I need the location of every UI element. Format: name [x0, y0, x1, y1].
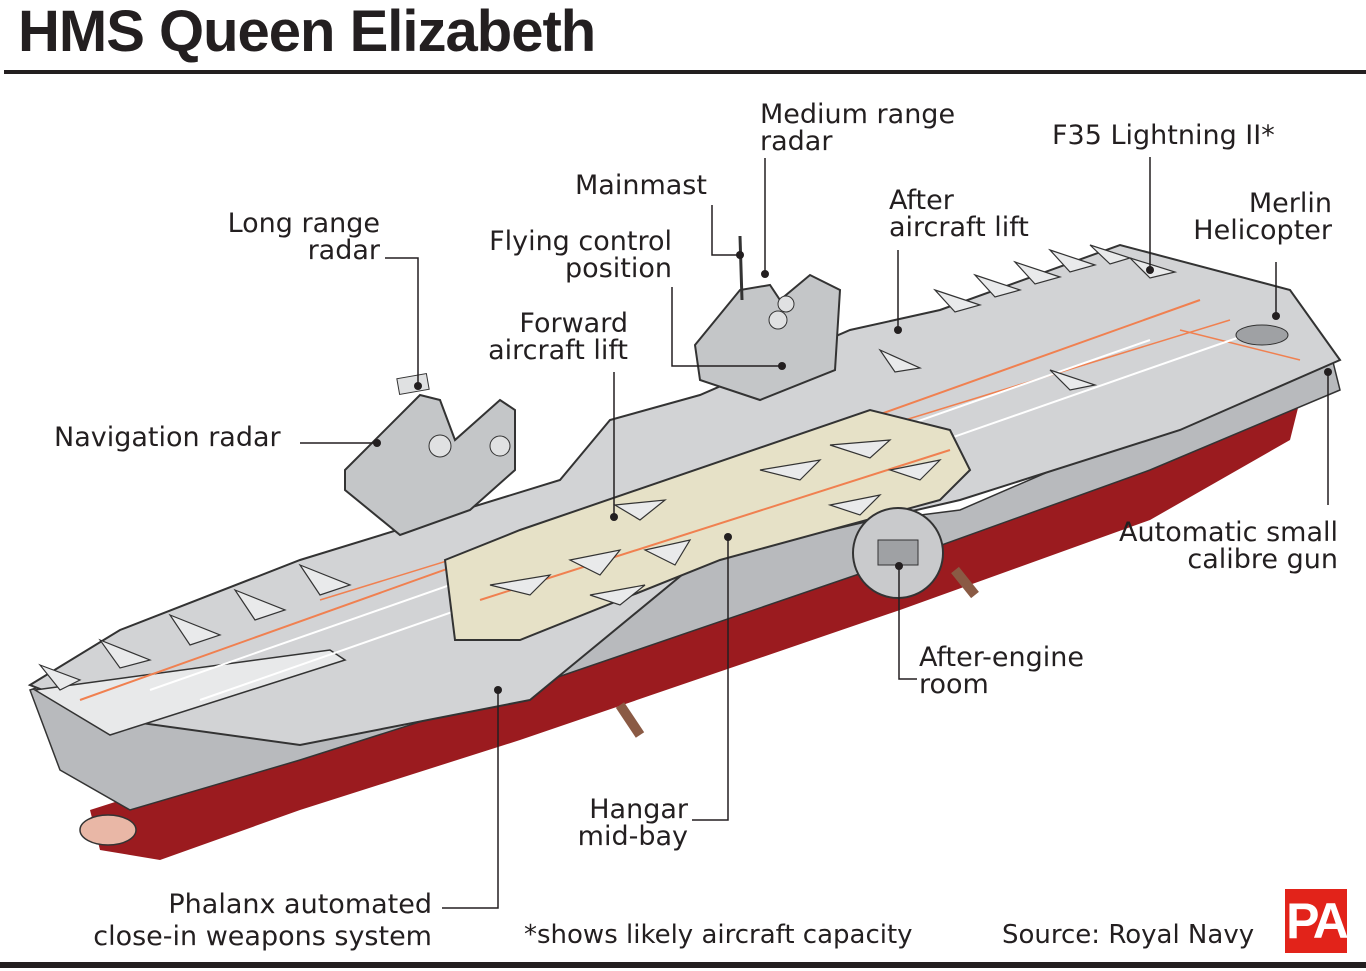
- forward-island: [344, 393, 516, 537]
- deck-line-3: [1179, 329, 1301, 361]
- helicopter-shape: [1235, 324, 1289, 346]
- label-small-gun-line2: calibre gun: [1187, 544, 1338, 575]
- source-credit: Source: Royal Navy: [1002, 920, 1255, 950]
- label-phalanx-line2: close-in weapons system: [93, 921, 432, 952]
- pa-logo: PA: [1285, 889, 1349, 953]
- label-automatic-small-calibre-gun: Automatic small calibre gun: [1119, 519, 1338, 573]
- footnote: *shows likely aircraft capacity: [524, 920, 913, 950]
- label-long-range-radar: Long range radar: [228, 210, 380, 264]
- label-flying-control-line2: position: [565, 253, 672, 284]
- label-medium-range-radar-line1: Medium range: [760, 99, 956, 130]
- label-phalanx: Phalanx automated close-in weapons syste…: [93, 889, 432, 953]
- label-hangar-line1: Hangar: [589, 794, 688, 825]
- label-long-range-radar-line2: radar: [307, 235, 380, 266]
- label-mainmast: Mainmast: [575, 170, 707, 201]
- label-merlin-line1: Merlin: [1248, 188, 1332, 219]
- label-phalanx-line1: Phalanx automated: [168, 889, 432, 920]
- label-after-engine-room: After-engine room: [919, 644, 1084, 698]
- bow-bulb: [79, 814, 137, 846]
- ski-ramp: [32, 649, 347, 736]
- label-f35: F35 Lightning II*: [1052, 120, 1275, 151]
- label-merlin-line2: Helicopter: [1193, 215, 1332, 246]
- label-merlin-helicopter: Merlin Helicopter: [1193, 190, 1332, 244]
- label-small-gun-line1: Automatic small: [1119, 517, 1338, 548]
- label-forward-lift-line2: aircraft lift: [488, 335, 628, 366]
- title-divider: [4, 70, 1366, 74]
- label-after-aircraft-lift: After aircraft lift: [889, 187, 1029, 241]
- aft-island: [693, 273, 842, 402]
- leader-long-range-radar: [385, 257, 419, 384]
- label-after-engine-line1: After-engine: [919, 642, 1084, 673]
- leader-flying-control: [671, 287, 782, 367]
- label-medium-range-radar: Medium range radar: [760, 101, 955, 155]
- label-hangar-line2: mid-bay: [577, 821, 688, 852]
- label-medium-range-radar-line2: radar: [760, 126, 833, 157]
- leader-after-engine: [898, 566, 917, 680]
- leader-hangar: [692, 537, 729, 821]
- leader-mainmast: [711, 205, 740, 256]
- leader-phalanx: [442, 690, 499, 909]
- label-after-aircraft-lift-line2: aircraft lift: [889, 212, 1029, 243]
- hangar-floor-line: [479, 449, 951, 601]
- bottom-divider: [0, 962, 1366, 968]
- label-after-engine-line2: room: [919, 669, 989, 700]
- label-long-range-radar-line1: Long range: [227, 208, 380, 239]
- label-navigation-radar: Navigation radar: [54, 422, 281, 453]
- label-after-aircraft-lift-line1: After: [889, 185, 954, 216]
- page-title: HMS Queen Elizabeth: [18, 0, 596, 64]
- label-forward-lift-line1: Forward: [519, 308, 628, 339]
- label-hangar-mid-bay: Hangar mid-bay: [578, 796, 688, 850]
- label-forward-aircraft-lift: Forward aircraft lift: [488, 310, 628, 364]
- aircraft-group: [38, 244, 1178, 691]
- label-flying-control-position: Flying control position: [489, 228, 672, 282]
- hangar-cutaway: [443, 408, 972, 641]
- label-flying-control-line1: Flying control: [489, 226, 672, 257]
